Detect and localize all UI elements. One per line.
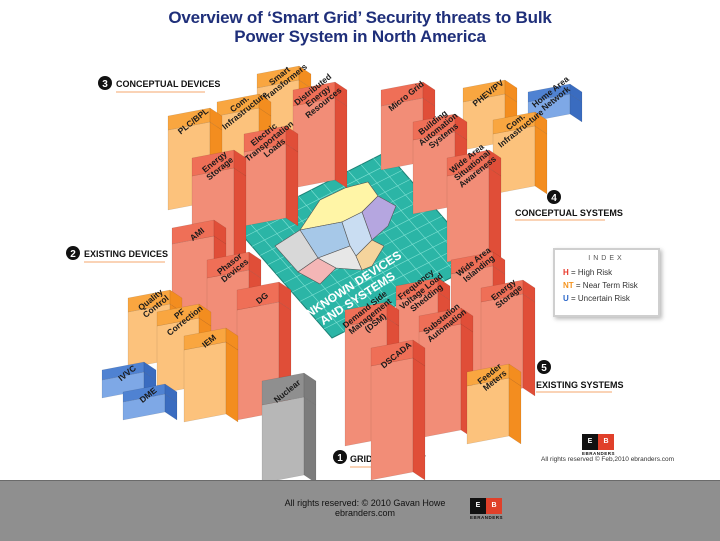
index-item-near-term: NT = Near Term Risk bbox=[563, 279, 658, 292]
block-side-cap bbox=[143, 361, 157, 381]
title-line-1: Overview of ‘Smart Grid’ Security threat… bbox=[168, 8, 552, 27]
ebranders-logo: E B EBRANDERS bbox=[582, 434, 616, 459]
section-number: 4 bbox=[551, 193, 557, 204]
footer-logo: E B EBRANDERS bbox=[470, 498, 504, 523]
section-number: 5 bbox=[541, 363, 547, 374]
section-label: EXISTING DEVICES bbox=[84, 249, 168, 259]
block-side-cap bbox=[422, 81, 436, 107]
block-side-cap bbox=[454, 113, 468, 141]
diagram-stage: Overview of ‘Smart Grid’ Security threat… bbox=[66, 8, 675, 480]
block-side-cap bbox=[508, 363, 522, 387]
section-number: 2 bbox=[70, 249, 76, 260]
block-side-cap bbox=[386, 301, 400, 327]
block-dscada: DSCADA bbox=[370, 339, 426, 480]
block-side-cap bbox=[437, 277, 451, 301]
block-nuclear: Nuclear bbox=[261, 372, 317, 480]
grid-line bbox=[315, 243, 467, 320]
section-label: CONCEPTUAL DEVICES bbox=[116, 79, 220, 89]
section-number: 1 bbox=[337, 453, 343, 464]
section-callout-4: 4 CONCEPTUAL SYSTEMS bbox=[515, 190, 623, 221]
page-title: Overview of ‘Smart Grid’ Security threat… bbox=[120, 8, 600, 46]
index-text: = Uncertain Risk bbox=[568, 294, 630, 303]
block-side-face bbox=[164, 393, 178, 421]
block-side-cap bbox=[334, 81, 348, 107]
index-item-high: H = High Risk bbox=[563, 266, 658, 279]
footer-text: All rights reserved: © 2010 Gavan Howe e… bbox=[260, 498, 470, 518]
section-label: EXISTING SYSTEMS bbox=[536, 380, 624, 390]
block-side-cap bbox=[492, 251, 506, 275]
footer-logo-left: E bbox=[470, 498, 486, 514]
section-callout-3: 3 CONCEPTUAL DEVICES bbox=[98, 76, 220, 93]
block-side-cap bbox=[522, 279, 536, 303]
index-text: = High Risk bbox=[568, 268, 613, 277]
block-side-cap bbox=[278, 281, 292, 311]
section-callout-5: 5 EXISTING SYSTEMS bbox=[536, 360, 624, 393]
block-side-face bbox=[522, 293, 536, 397]
block-side-cap bbox=[233, 149, 247, 177]
block-side-cap bbox=[534, 111, 548, 135]
block-side-face bbox=[508, 377, 522, 445]
block-side-face bbox=[285, 143, 299, 227]
block-side-face bbox=[569, 93, 583, 123]
index-key: U bbox=[563, 294, 569, 303]
block-front-face bbox=[261, 396, 305, 480]
index-text: = Near Term Risk bbox=[573, 281, 638, 290]
block-iem: IEM bbox=[183, 327, 239, 423]
block-front-face bbox=[183, 341, 227, 423]
block-side-cap bbox=[504, 79, 518, 103]
footer-line-2: ebranders.com bbox=[334, 508, 396, 518]
block-side-cap bbox=[209, 107, 223, 131]
block-side-cap bbox=[164, 383, 178, 403]
block-side-cap bbox=[225, 327, 239, 351]
block-side-face bbox=[488, 167, 502, 263]
block-side-cap bbox=[285, 125, 299, 153]
index-item-uncertain: U = Uncertain Risk bbox=[563, 292, 658, 305]
block-front-face bbox=[418, 323, 462, 439]
index-key: NT bbox=[563, 281, 574, 290]
index-title: INDEX bbox=[588, 255, 625, 262]
threat-diagram: UNKNOWN DEVICES AND SYSTEMS 3 CONCEPTUAL… bbox=[66, 61, 624, 480]
block-side-face bbox=[412, 357, 426, 480]
north-america-map bbox=[274, 181, 397, 285]
rights-note: All rights reserved © Feb,2010 ebranders… bbox=[541, 456, 675, 463]
footer-logo-caption: EBRANDERS bbox=[470, 515, 504, 520]
logo-left: E bbox=[582, 434, 598, 450]
block-side-face bbox=[225, 341, 239, 423]
block-side-cap bbox=[198, 303, 212, 327]
block-side-cap bbox=[258, 93, 272, 117]
block-side-cap bbox=[488, 149, 502, 177]
section-callout-2: 2 EXISTING DEVICES bbox=[66, 246, 168, 263]
logo-right: B bbox=[598, 434, 614, 450]
block-side-cap bbox=[248, 251, 262, 279]
risk-index: INDEX H = High Risk NT = Near Term Risk … bbox=[553, 248, 660, 317]
footer-logo-right: B bbox=[486, 498, 502, 514]
block-side-cap bbox=[460, 307, 474, 333]
footer-line-1: All rights reserved: © 2010 Gavan Howe bbox=[284, 498, 446, 508]
index-key: H bbox=[563, 268, 569, 277]
logo-caption: EBRANDERS bbox=[582, 451, 616, 456]
block-side-face bbox=[534, 125, 548, 195]
block-side-cap bbox=[412, 339, 426, 367]
slide-footer: All rights reserved: © 2010 Gavan Howe e… bbox=[0, 480, 720, 541]
section-label: CONCEPTUAL SYSTEMS bbox=[515, 208, 623, 218]
block-side-cap bbox=[303, 372, 317, 406]
map-region-southeast bbox=[355, 239, 385, 271]
block-com-infrastructure-right: Com.Infrastructure bbox=[492, 107, 548, 195]
block-front-face bbox=[370, 357, 414, 480]
block-side-face bbox=[303, 396, 317, 480]
title-line-2: Power System in North America bbox=[234, 27, 486, 46]
block-side-face bbox=[334, 97, 348, 189]
block-side-cap bbox=[569, 83, 583, 103]
block-side-cap bbox=[213, 219, 227, 245]
section-number: 3 bbox=[102, 79, 108, 90]
block-dme: DME bbox=[122, 383, 178, 421]
